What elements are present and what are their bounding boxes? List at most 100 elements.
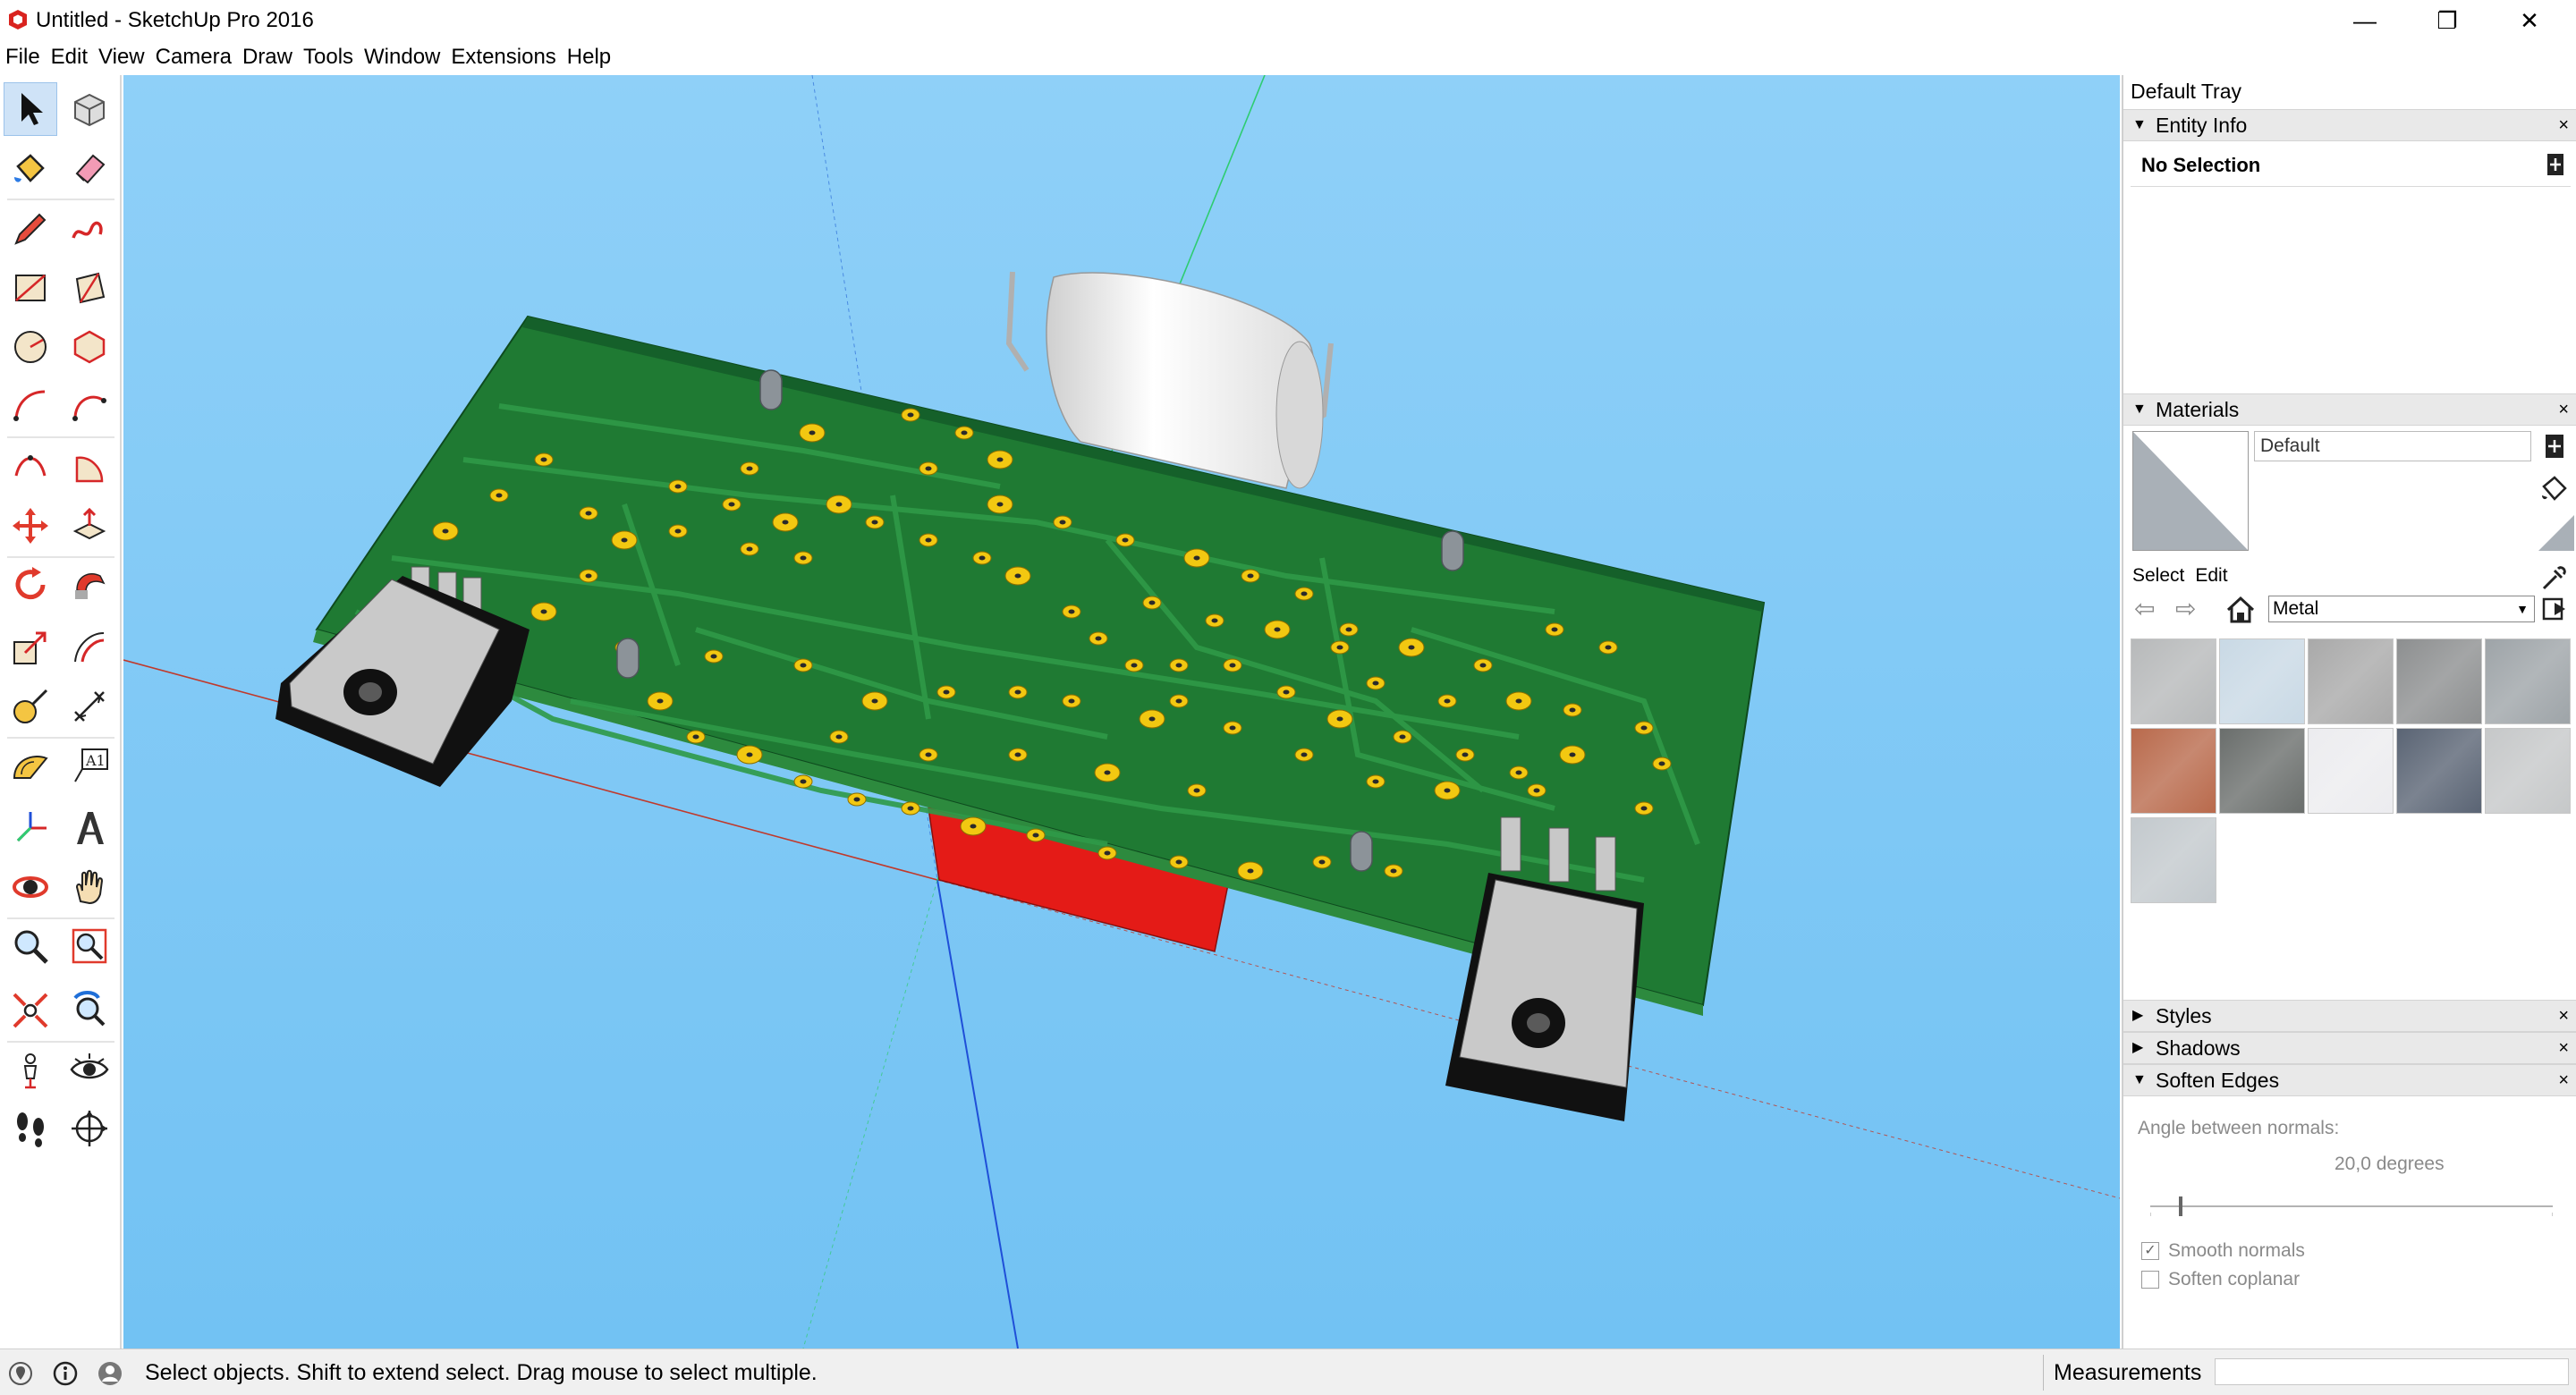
metal-swatch-5[interactable] [2485,638,2571,724]
menu-extensions[interactable]: Extensions [451,45,556,69]
pie-tool[interactable] [63,440,116,494]
close-icon[interactable]: × [2558,1070,2569,1090]
tab-select[interactable]: Select [2132,565,2185,586]
menu-view[interactable]: View [98,45,145,69]
zoom-tool[interactable] [4,919,57,973]
metal-swatch-6[interactable] [2131,728,2216,814]
forward-arrow-icon[interactable]: ⇨ [2175,595,2197,622]
transistor-left[interactable] [275,566,530,787]
scale-tool[interactable] [4,621,57,674]
zoom-extents-tool[interactable] [4,984,57,1037]
dimension-tool[interactable] [63,680,116,733]
circle-tool[interactable] [4,320,57,374]
metal-swatch-2[interactable] [2219,638,2305,724]
close-icon[interactable]: × [2558,115,2569,135]
two-point-arc-tool[interactable] [63,379,116,433]
close-button[interactable]: ✕ [2520,6,2539,34]
paint-bucket-tool[interactable] [4,141,57,195]
shadows-header[interactable]: ▶ Shadows × [2123,1032,2576,1064]
drawing-area[interactable] [123,75,2120,1348]
3d-text-tool[interactable] [63,801,116,855]
make-component-tool[interactable] [63,82,116,136]
metal-swatch-8[interactable] [2308,728,2394,814]
push-pull-tool[interactable] [63,499,116,553]
menu-camera[interactable]: Camera [155,45,232,69]
tape-measure-tool[interactable] [4,680,57,733]
info-icon[interactable] [52,1360,79,1387]
metal-swatch-9[interactable] [2396,728,2482,814]
entity-info-header[interactable]: ▼ Entity Info × [2123,109,2576,141]
rotate-tool[interactable] [4,558,57,612]
styles-header[interactable]: ▶ Styles × [2123,1000,2576,1032]
axes-tool[interactable] [4,801,57,855]
close-icon[interactable]: × [2558,400,2569,419]
look-around-tool[interactable] [63,1043,116,1096]
checkbox-box[interactable]: ✓ [2141,1242,2159,1260]
eraser-tool[interactable] [63,141,116,195]
polygon-tool[interactable] [63,320,116,374]
rectangle-tool[interactable] [4,261,57,315]
metal-swatch-10[interactable] [2485,728,2571,814]
default-tray: Default Tray ▼ Entity Info × No Selectio… [2122,75,2576,1348]
position-camera-tool[interactable] [4,1043,57,1096]
menu-tools[interactable]: Tools [303,45,354,69]
rotated-rectangle-tool[interactable] [63,261,116,315]
pad-hole [925,752,932,757]
close-icon[interactable]: × [2558,1006,2569,1026]
previous-view-tool[interactable] [63,984,116,1037]
orbit-tool[interactable] [4,860,57,914]
section-plane-tool[interactable] [63,1102,116,1155]
material-name-field[interactable]: Default [2254,431,2531,461]
select-tool[interactable] [4,82,57,136]
green-axis-dashed [802,879,938,1348]
metal-swatch-4[interactable] [2396,638,2482,724]
protractor-tool[interactable] [4,739,57,792]
metal-swatch-1[interactable] [2131,638,2216,724]
metal-swatch-11[interactable] [2131,817,2216,903]
menu-window[interactable]: Window [364,45,441,69]
arrow-cursor-icon [21,93,43,125]
close-icon[interactable]: × [2558,1038,2569,1058]
menu-file[interactable]: File [5,45,40,69]
create-material-icon[interactable] [2542,433,2567,460]
menu-help[interactable]: Help [566,45,612,69]
text-tool[interactable]: A1 [63,739,116,792]
maximize-button[interactable]: ❐ [2436,6,2458,34]
tab-edit[interactable]: Edit [2195,565,2228,586]
offset-tool[interactable] [63,621,116,674]
metal-swatch-7[interactable] [2219,728,2305,814]
metal-swatch-3[interactable] [2308,638,2394,724]
minimize-button[interactable]: — [2353,6,2377,34]
zoom-window-tool[interactable] [63,919,116,973]
arc-tool[interactable] [4,379,57,433]
angle-slider[interactable] [2149,1193,2554,1220]
entity-detail-toggle-icon[interactable] [2546,152,2565,177]
home-icon[interactable] [2225,596,2256,624]
capacitor-component[interactable] [1005,271,1334,489]
move-tool[interactable] [4,499,57,553]
slider-thumb[interactable] [2179,1196,2182,1216]
line-tool[interactable] [4,202,57,256]
soften-edges-header[interactable]: ▼ Soften Edges × [2123,1064,2576,1096]
smooth-normals-checkbox[interactable]: ✓ Smooth normals [2141,1239,2553,1264]
three-point-arc-tool[interactable] [4,440,57,494]
back-arrow-icon[interactable]: ⇦ [2134,595,2156,622]
user-account-icon[interactable] [97,1360,123,1387]
eyedropper-icon[interactable] [2538,563,2569,594]
measurements-input[interactable] [2215,1358,2569,1385]
paint-bucket-icon [14,154,45,182]
soften-coplanar-checkbox[interactable]: Soften coplanar [2141,1268,2553,1293]
transistor-right[interactable] [1445,816,1644,1121]
menu-draw[interactable]: Draw [242,45,292,69]
geo-location-icon[interactable] [7,1360,34,1387]
materials-header[interactable]: ▼ Materials × [2123,393,2576,426]
details-arrow-icon[interactable] [2542,596,2569,622]
walk-tool[interactable] [4,1102,57,1155]
pan-tool[interactable] [63,860,116,914]
freehand-tool[interactable] [63,202,116,256]
menu-edit[interactable]: Edit [50,45,89,69]
paint-bucket-icon[interactable] [2538,474,2569,504]
checkbox-box[interactable] [2141,1271,2159,1289]
material-collection-select[interactable]: Metal ▼ [2268,596,2535,622]
follow-me-tool[interactable] [63,558,116,612]
